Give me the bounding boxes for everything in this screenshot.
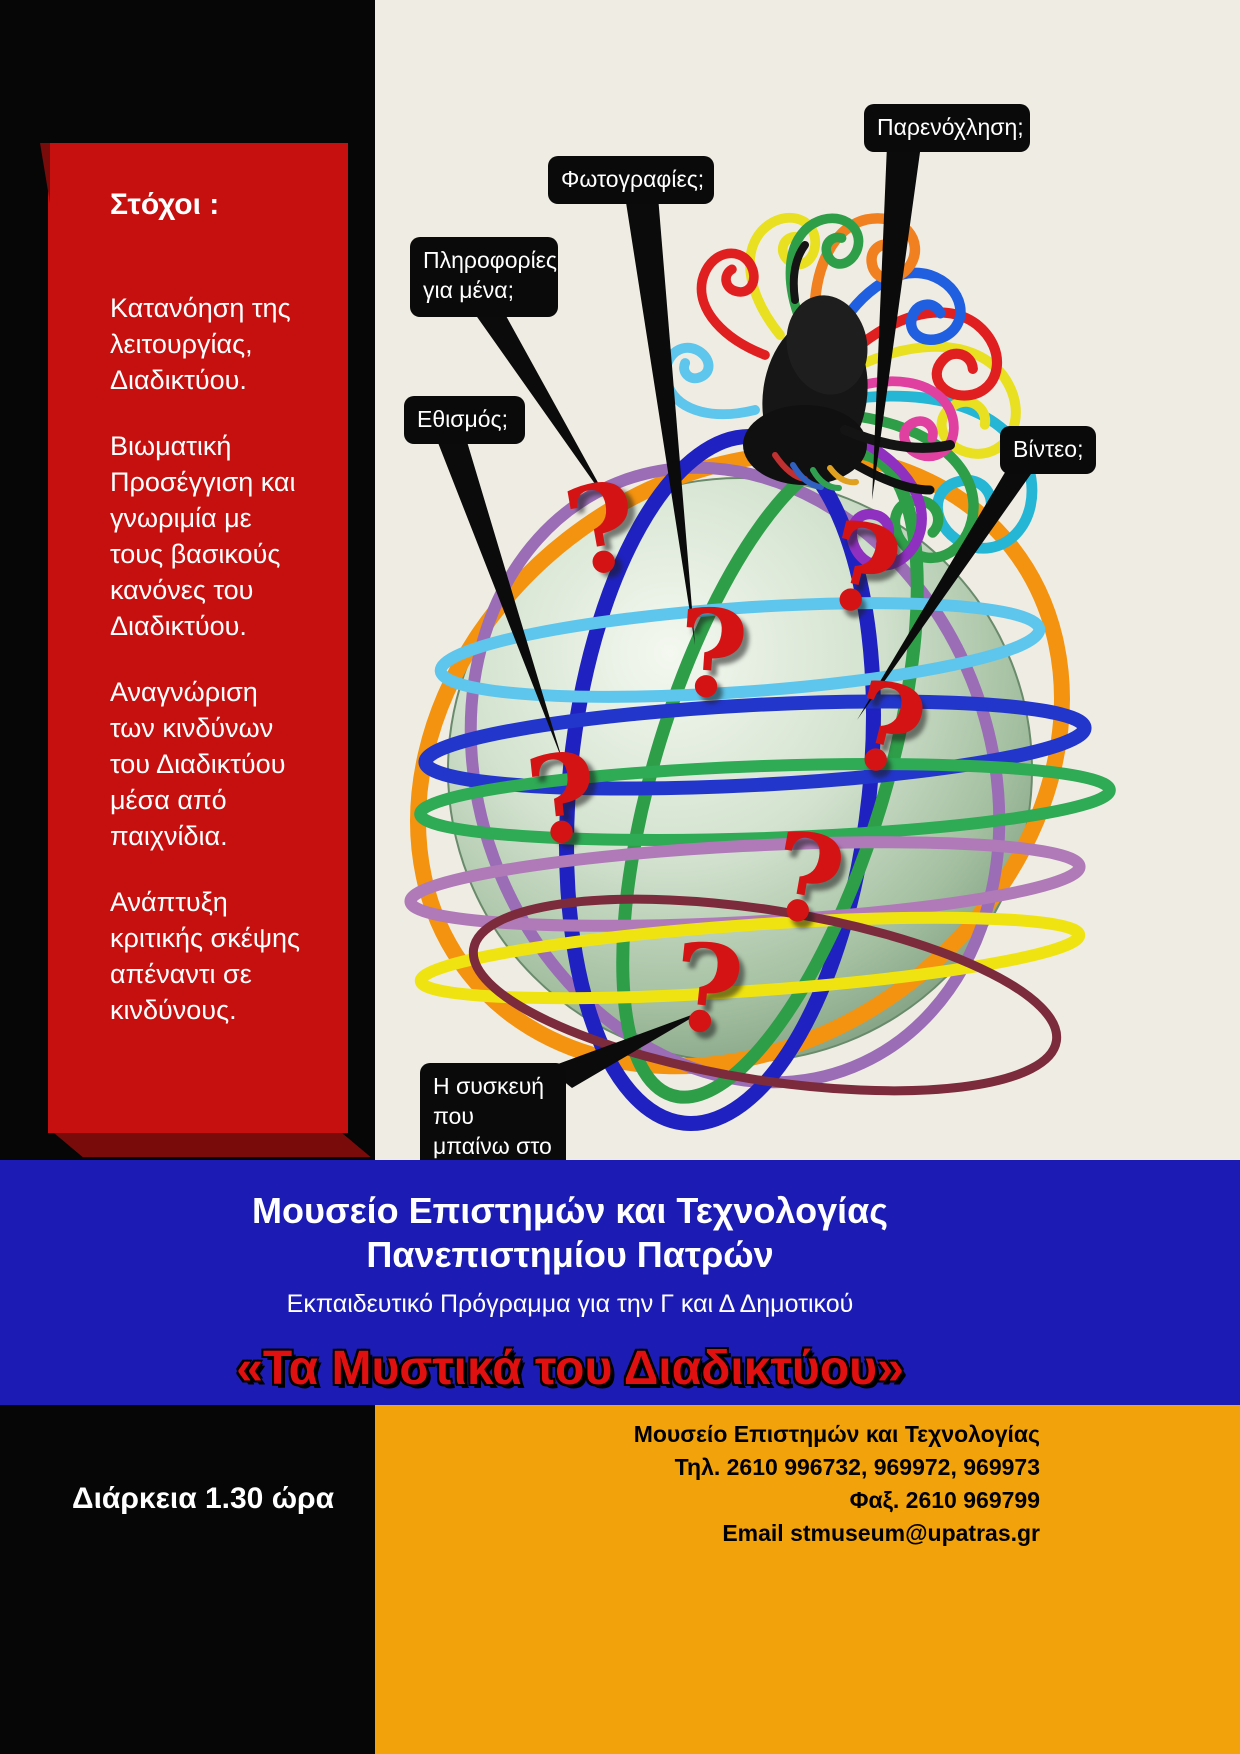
contact-footer — [375, 1405, 1240, 1754]
duration-text: Διάρκεια 1.30 ώρα — [72, 1482, 335, 1515]
callout-addiction: Εθισμός; — [404, 396, 525, 444]
goal-item: Κατανόηση της λειτουργίας, Διαδικτύου. — [110, 293, 291, 395]
museum-name-line1: Μουσείο Επιστημών και Τεχνολογίας — [252, 1190, 888, 1231]
contact-museum-name: Μουσείο Επιστημών και Τεχνολογίας — [633, 1421, 1040, 1447]
question-mark: ? — [664, 915, 750, 1064]
tail-addiction — [435, 435, 563, 762]
contact-fax: Φαξ. 2610 969799 — [849, 1487, 1040, 1513]
goal-item: Ανάπτυξη κριτικής σκέψης απέναντι σε κιν… — [110, 887, 301, 1025]
callout-personal-info: Πληροφορίες για μένα; — [410, 237, 558, 317]
tail-device — [547, 1010, 705, 1088]
blue-banner: Μουσείο Επιστημών και Τεχνολογίας Πανεπι… — [0, 1160, 1240, 1405]
program-title: «Τα Μυστικά του Διαδικτύου» — [236, 1342, 904, 1395]
tail-photos — [625, 196, 695, 645]
octopus-creature — [663, 206, 1046, 579]
callout-photos: Φωτογραφίες; — [548, 156, 714, 204]
callout-tails — [435, 145, 1038, 1088]
goals-title: Στόχοι : — [110, 188, 220, 221]
tail-video — [857, 464, 1038, 720]
contact-email: Email stmuseum@upatras.gr — [722, 1520, 1040, 1546]
question-mark: ? — [519, 725, 605, 874]
museum-name-line2: Πανεπιστημίου Πατρών — [366, 1234, 774, 1275]
callout-video: Βίντεο; — [1000, 426, 1096, 474]
tail-harassment — [872, 145, 921, 500]
contact-phone: Τηλ. 2610 996732, 969972, 969973 — [674, 1454, 1040, 1480]
contact-block: Μουσείο Επιστημών και Τεχνολογίας Τηλ. 2… — [375, 1418, 1040, 1550]
globe-illustration — [404, 145, 1116, 1131]
question-mark: ? — [672, 581, 753, 728]
goals-panel: Στόχοι : Κατανόηση της λειτουργίας, Διαδ… — [40, 143, 348, 1133]
callout-harassment: Παρενόχληση; — [864, 104, 1030, 152]
goal-item: Βιωματική Προσέγγιση και γνωριμία με του… — [110, 431, 296, 641]
goal-item: Αναγνώριση των κινδύνων του Διαδικτύου μ… — [110, 677, 286, 851]
program-subtitle: Εκπαιδευτικό Πρόγραμμα για την Γ και Δ Δ… — [286, 1290, 854, 1318]
tail-info — [475, 314, 612, 508]
